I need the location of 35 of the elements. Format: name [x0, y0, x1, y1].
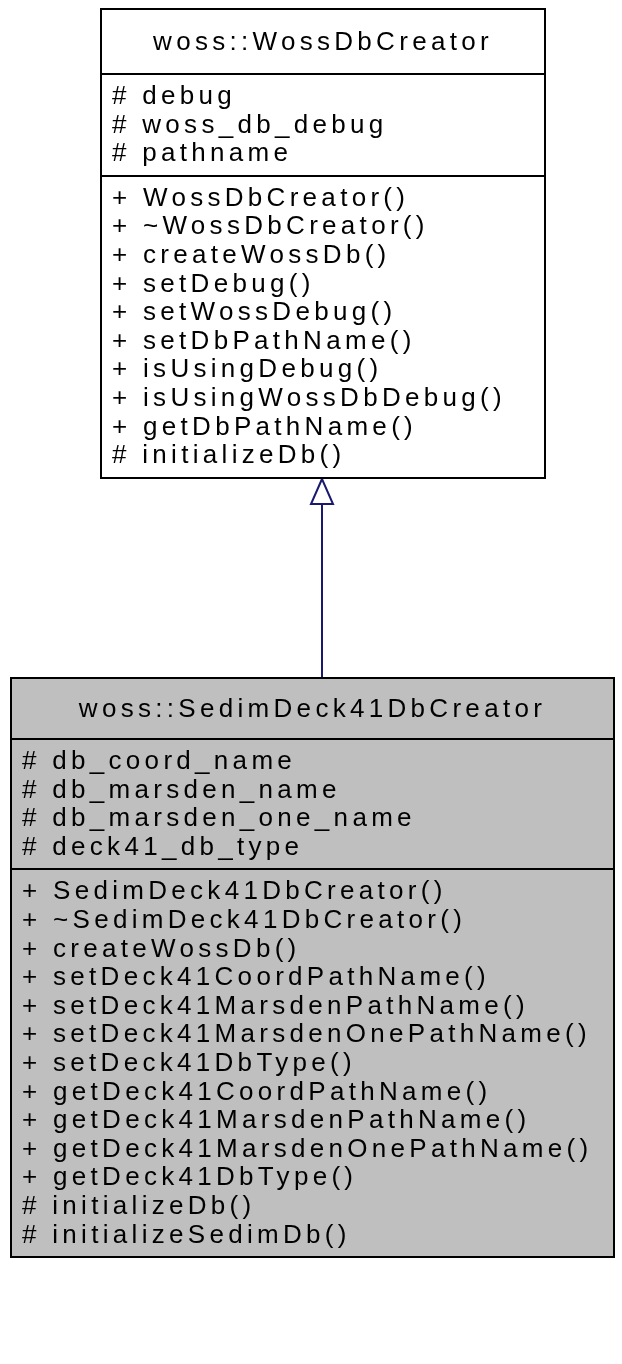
- method-text: + isUsingWossDbDebug(): [112, 382, 507, 412]
- attribute-text: # db_marsden_one_name: [22, 803, 417, 832]
- method-text: + createWossDb(): [112, 239, 391, 269]
- method-text: + SedimDeck41DbCreator(): [22, 876, 448, 905]
- attribute-text: # db_marsden_name: [22, 774, 342, 804]
- method-text: + setDeck41DbType(): [22, 1047, 356, 1077]
- inheritance-arrow: [310, 478, 334, 678]
- attribute-text: # woss_db_debug: [112, 109, 389, 139]
- method-text: + ~WossDbCreator(): [112, 211, 430, 240]
- method-text: + getDbPathName(): [112, 411, 418, 441]
- method-text: # initializeSedimDb(): [22, 1219, 352, 1249]
- method-text: + setDbPathName(): [112, 325, 417, 355]
- method-text: + isUsingDebug(): [112, 354, 383, 383]
- attribute-text: # db_coord_name: [22, 746, 298, 775]
- class-box: [10, 677, 615, 1259]
- method-text: + setDeck41MarsdenOnePathName(): [22, 1019, 592, 1048]
- method-text: + ~SedimDeck41DbCreator(): [22, 904, 468, 934]
- attribute-text: # pathname: [112, 138, 293, 167]
- class-name: woss::SedimDeck41DbCreator: [78, 694, 547, 723]
- method-text: + getDeck41MarsdenPathName(): [22, 1105, 532, 1134]
- method-text: # initializeDb(): [22, 1190, 256, 1220]
- method-text: # initializeDb(): [112, 440, 346, 469]
- attribute-text: # deck41_db_type: [22, 831, 304, 861]
- method-text: + setDeck41MarsdenPathName(): [22, 990, 530, 1020]
- method-text: + createWossDb(): [22, 933, 301, 963]
- method-text: + setDebug(): [112, 268, 315, 298]
- method-text: + getDeck41DbType(): [22, 1162, 358, 1191]
- class-name: woss::WossDbCreator: [153, 27, 493, 56]
- method-text: + getDeck41CoordPathName(): [22, 1076, 493, 1106]
- attribute-text: # debug: [112, 81, 238, 110]
- method-text: + WossDbCreator(): [112, 182, 411, 212]
- method-text: + getDeck41MarsdenOnePathName(): [22, 1133, 594, 1163]
- method-text: + setWossDebug(): [112, 297, 398, 326]
- class-box: [100, 8, 546, 479]
- method-text: + setDeck41CoordPathName(): [22, 962, 492, 991]
